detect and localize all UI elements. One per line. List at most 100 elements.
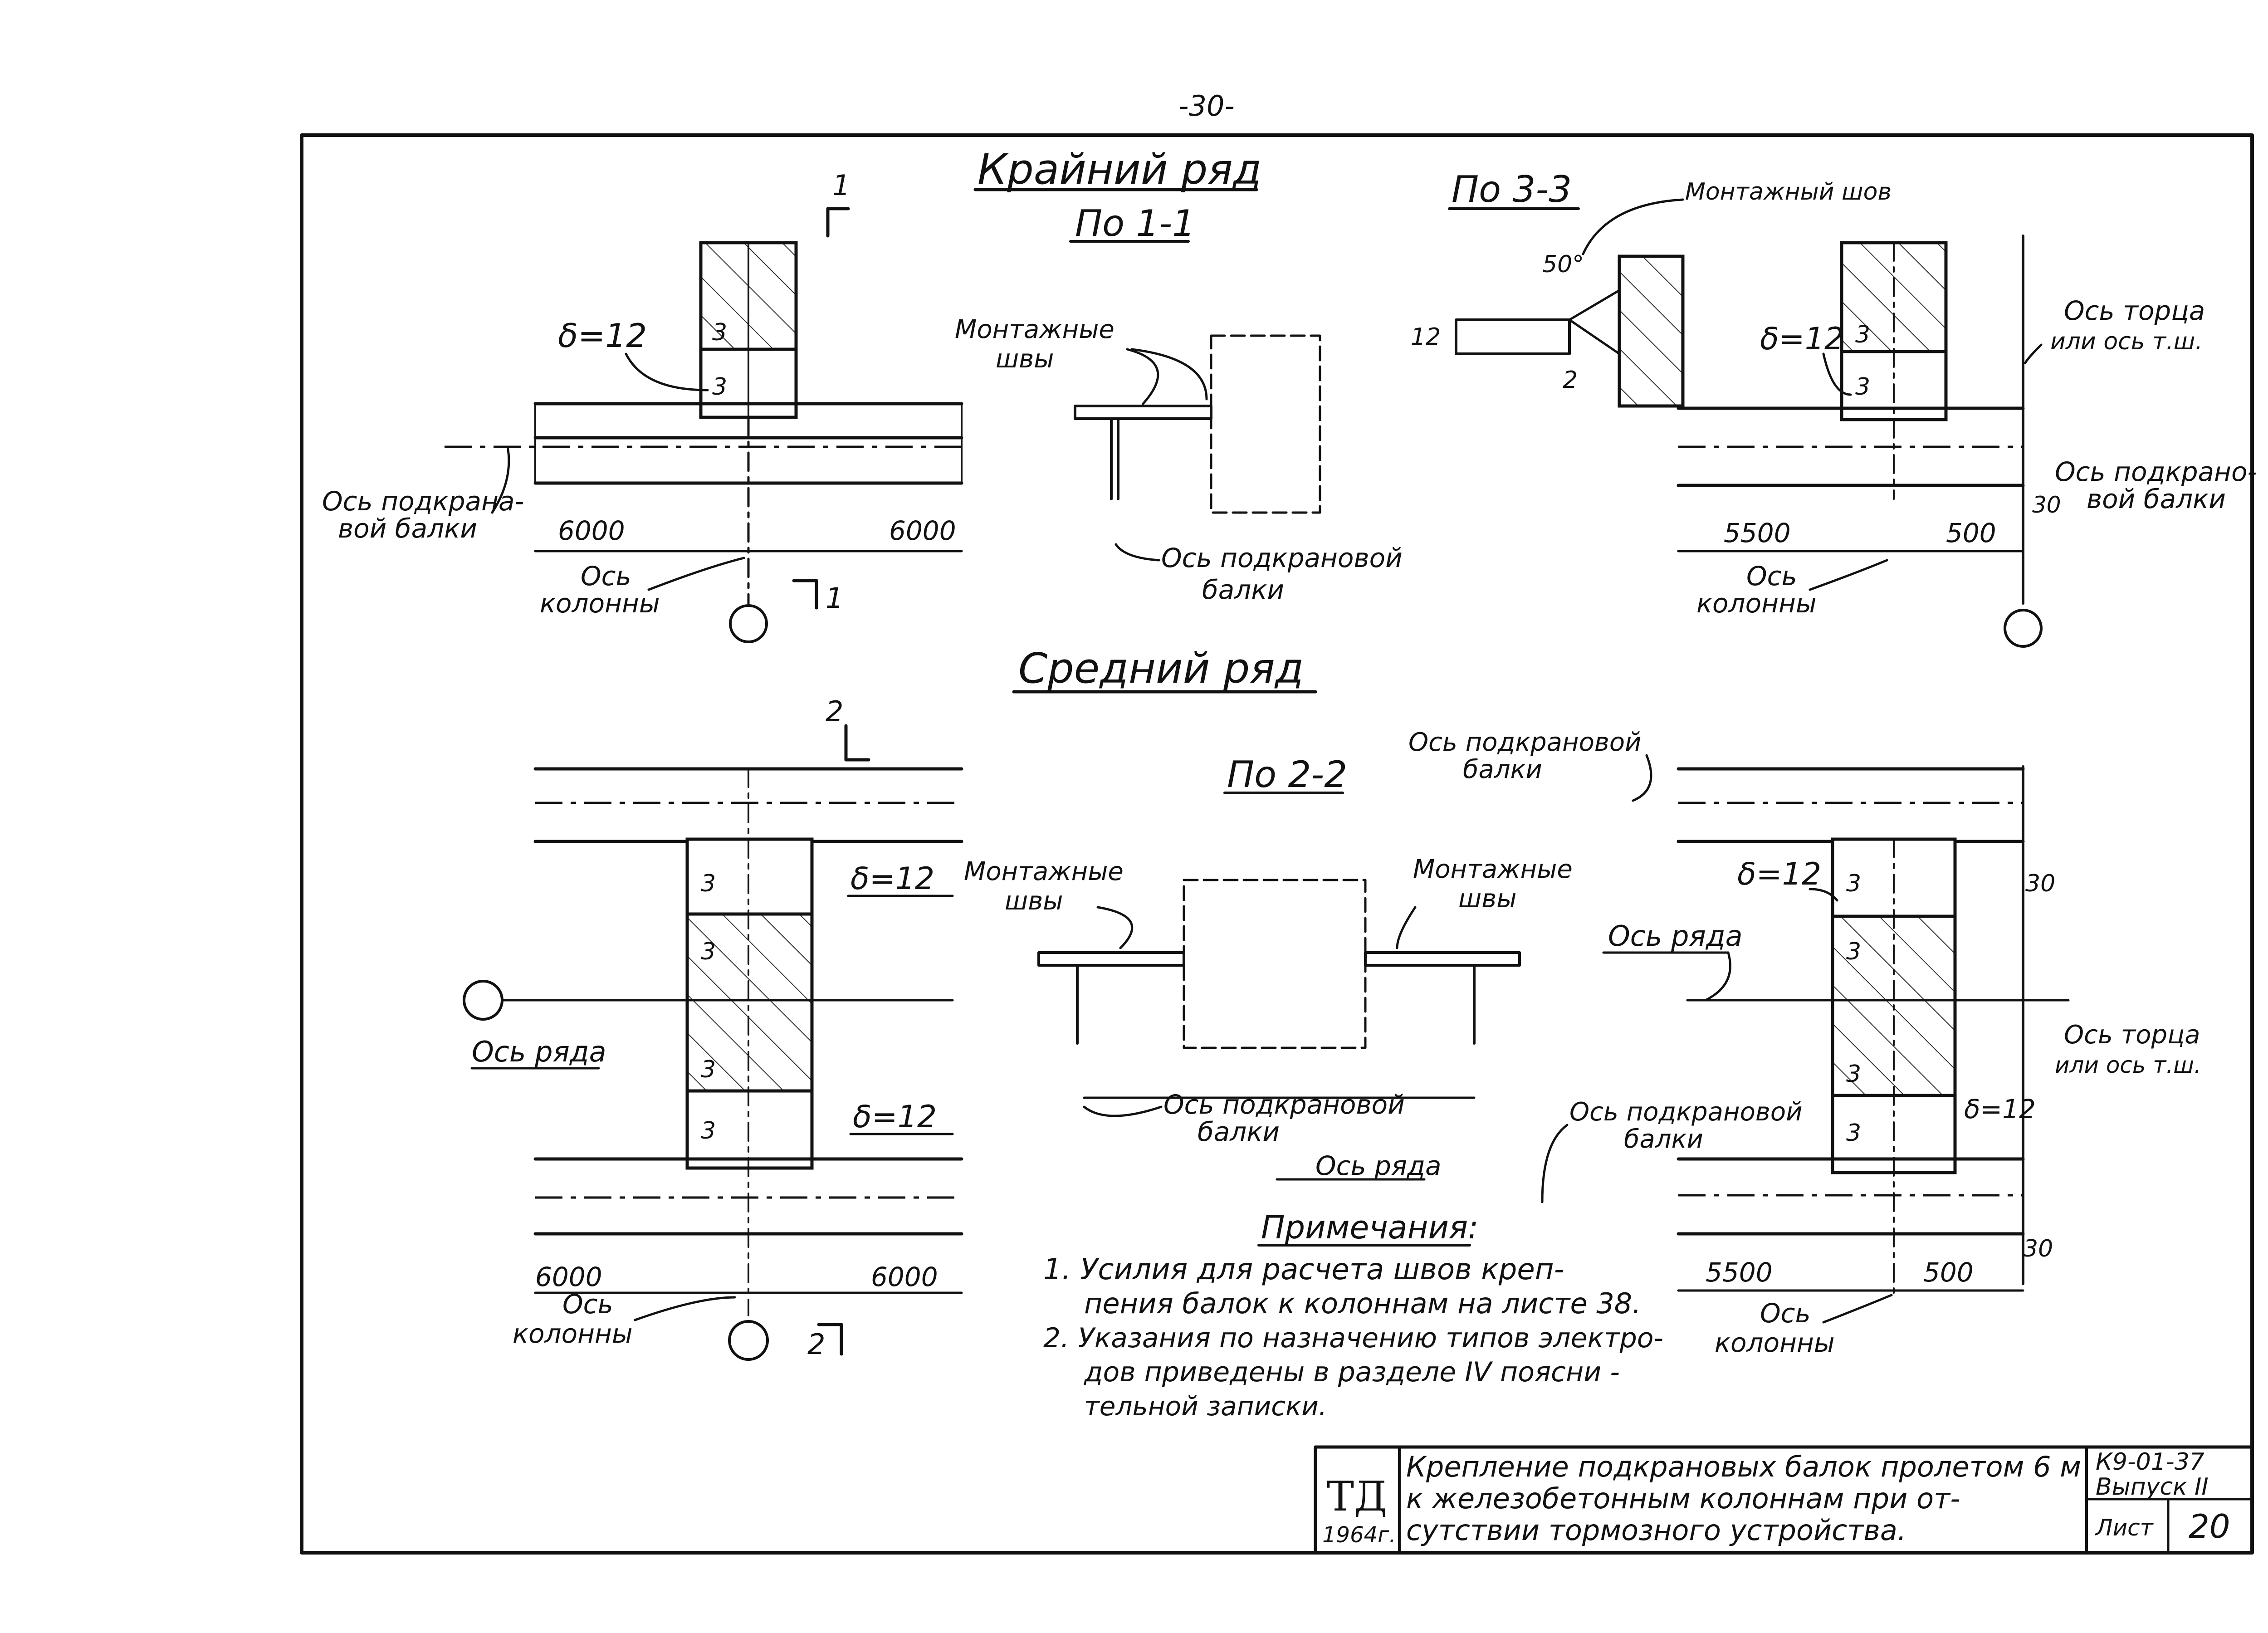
section-2-2-detail: Монтажные швы Монтажные швы Ось подкрано…	[964, 855, 1573, 1181]
delta-label-edge-right: δ=12	[1760, 321, 1844, 357]
dim-5500-middle: 5500	[1706, 1257, 1773, 1288]
mount-welds-2-2-left-a: Монтажные	[964, 857, 1124, 886]
crane-beam-axis-2-2-b: балки	[1198, 1116, 1280, 1147]
cut-label-1-top: 1	[832, 169, 850, 202]
title-sheet-label: Лист	[2095, 1515, 2154, 1541]
page-number: -30-	[1178, 89, 1235, 122]
dim-30-middle-bottom: 30	[2023, 1235, 2053, 1262]
section-3-3-column	[1618, 254, 1685, 408]
mount-welds-2-2-left-b: швы	[1005, 886, 1063, 916]
row-axis-marker	[463, 980, 503, 1021]
crane-beam-axis-middle-right-c: Ось подкрановой	[1569, 1097, 1803, 1127]
heading-edge-row: Крайний ряд	[978, 145, 1261, 194]
crane-beam-axis-middle-right-d: балки	[1624, 1125, 1703, 1154]
heading-section-1-1: По 1-1	[1075, 202, 1195, 244]
mark-3-i: 3	[1846, 870, 1861, 897]
column-axis-middle-right-1: Ось	[1760, 1298, 1811, 1329]
heading-middle-row: Средний ряд	[1018, 644, 1304, 693]
note-line-5: тельной записки.	[1084, 1391, 1327, 1422]
row-axis-left: Ось ряда	[472, 1035, 606, 1068]
mark-3-e: 3	[701, 870, 716, 897]
end-axis-marker-edge	[2004, 609, 2043, 648]
note-line-4: дов приведены в разделе IV поясни -	[1084, 1356, 1620, 1388]
heading-section-2-2: По 2-2	[1227, 753, 1347, 796]
section-1-1-detail: Монтажные швы Ось подкрановой балки	[955, 315, 1403, 605]
dim-span-right-middle: 6000	[871, 1261, 938, 1292]
mark-3-d: 3	[1855, 373, 1870, 401]
title-org: ТД	[1327, 1473, 1387, 1521]
dim-30-middle-top: 30	[2025, 870, 2055, 897]
title-line-1: Крепление подкрановых балок пролетом 6 м	[1406, 1450, 2081, 1483]
end-axis-middle-2: или ось т.ш.	[2055, 1052, 2201, 1078]
crane-beam-axis-middle-right-b: балки	[1463, 755, 1542, 784]
delta-label-middle-top: δ=12	[850, 861, 934, 897]
edge-row-right-plan: 3 3 δ=12 Ось торца или ось т.ш. Ось подк…	[1677, 235, 2257, 648]
dim-500-edge: 500	[1946, 518, 1996, 548]
title-issue: Выпуск II	[2096, 1473, 2209, 1501]
end-axis-middle-1: Ось торца	[2064, 1020, 2200, 1050]
end-axis-edge-2: или ось т.ш.	[2050, 328, 2203, 355]
delta-label-edge: δ=12	[558, 317, 647, 355]
edge-row-group: Крайний ряд По 1-1 1 3 3 δ=12 Ось подкра…	[322, 145, 1261, 643]
column-axis-edge-2: колонны	[540, 588, 660, 619]
crane-beam-axis-edge-2: вой балки	[338, 513, 477, 544]
crane-beam-axis-edge-right-2: вой балки	[2087, 484, 2226, 514]
column-axis-marker-middle	[728, 1320, 769, 1361]
mount-welds-2-2-right-a: Монтажные	[1413, 855, 1573, 884]
column-axis-middle-2: колонны	[513, 1318, 633, 1349]
title-sheet-number: 20	[2189, 1507, 2230, 1545]
row-axis-right: Ось ряда	[1608, 919, 1743, 953]
cut-label-1-bottom: 1	[826, 582, 843, 615]
dim-12-label: 12	[1411, 323, 1441, 351]
end-axis-edge-1: Ось торца	[2064, 295, 2205, 326]
section-3-3-detail: По 3-3 Монтажный шов 50° 12 2	[1411, 168, 1892, 408]
middle-row-group: Средний ряд По 2-2 2 3 3 3 3 δ=12 δ=12 О…	[463, 644, 1347, 1361]
delta-label-middle-right-top: δ=12	[1737, 856, 1821, 892]
dim-2-label: 2	[1563, 367, 1578, 394]
crane-beam-axis-edge-right-1: Ось подкрано-	[2055, 456, 2257, 487]
crane-beam-axis-2-2-a: Ось подкрановой	[1163, 1089, 1405, 1120]
row-axis-2-2: Ось ряда	[1315, 1150, 1442, 1181]
mark-3-f: 3	[701, 938, 716, 965]
mount-weld-single: Монтажный шов	[1685, 178, 1892, 205]
mount-welds-2-2-right-b: швы	[1458, 884, 1516, 914]
crane-beam-axis-1-1-b: балки	[1202, 574, 1284, 605]
delta-label-middle-right-bottom: δ=12	[1964, 1094, 2036, 1125]
cut-label-2-top: 2	[826, 695, 843, 728]
title-line-3: сутствии тормозного устройства.	[1406, 1514, 1906, 1547]
title-line-2: к железобетонным колоннам при от-	[1406, 1482, 1960, 1515]
notes-title: Примечания:	[1261, 1209, 1479, 1246]
mark-3-g: 3	[701, 1056, 716, 1083]
mark-3-a: 3	[712, 319, 727, 346]
heading-section-3-3: По 3-3	[1452, 168, 1572, 210]
column-axis-edge-right-2: колонны	[1696, 588, 1817, 619]
mount-welds-1-1-a: Монтажные	[955, 315, 1114, 344]
notes-block: Примечания: 1. Усилия для расчета швов к…	[1043, 1209, 1663, 1422]
middle-row-right-plan: Ось подкрановой балки 3 3 3 3 δ=12 δ=12 …	[1408, 728, 2201, 1358]
dim-span-left-edge: 6000	[558, 515, 625, 546]
column-axis-edge-right-1: Ось	[1746, 561, 1797, 592]
column-axis-middle-1: Ось	[562, 1289, 613, 1320]
sheet-frame	[300, 133, 2254, 1555]
column-axis-marker-edge	[729, 604, 768, 643]
mark-3-l: 3	[1846, 1120, 1861, 1147]
note-line-3: 2. Указания по назначению типов электро-	[1043, 1322, 1663, 1354]
angle-50: 50°	[1542, 251, 1584, 278]
dim-500-middle: 500	[1923, 1257, 1974, 1288]
dim-span-left-middle: 6000	[535, 1261, 602, 1292]
dim-5500-edge: 5500	[1724, 518, 1791, 548]
cut-label-2-bottom: 2	[807, 1328, 825, 1361]
title-series: К9-01-37	[2096, 1448, 2204, 1476]
mark-3-b: 3	[712, 373, 727, 401]
title-block: ТД 1964г. Крепление подкрановых балок пр…	[1314, 1445, 2254, 1555]
delta-label-middle-bottom: δ=12	[853, 1099, 937, 1135]
mark-3-h: 3	[701, 1117, 716, 1144]
note-line-1: 1. Усилия для расчета швов креп-	[1043, 1253, 1564, 1286]
crane-beam-axis-middle-right-a: Ось подкрановой	[1408, 728, 1642, 757]
note-line-2: пения балок к колоннам на листе 38.	[1084, 1287, 1641, 1320]
crane-beam-axis-edge-1: Ось подкрана-	[322, 486, 524, 517]
column-axis-edge-1: Ось	[581, 561, 631, 592]
mark-3-k: 3	[1846, 1061, 1861, 1088]
mark-3-c: 3	[1855, 321, 1870, 348]
